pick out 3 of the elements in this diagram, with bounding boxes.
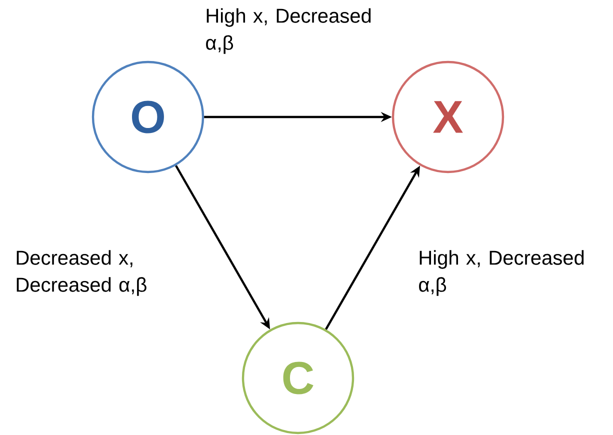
edge-label: High x, Decreased α,β — [419, 250, 584, 296]
edge-label: Decreased x, Decreased α,β — [16, 250, 146, 296]
edge-label: High x, Decreased α,β — [206, 8, 371, 54]
